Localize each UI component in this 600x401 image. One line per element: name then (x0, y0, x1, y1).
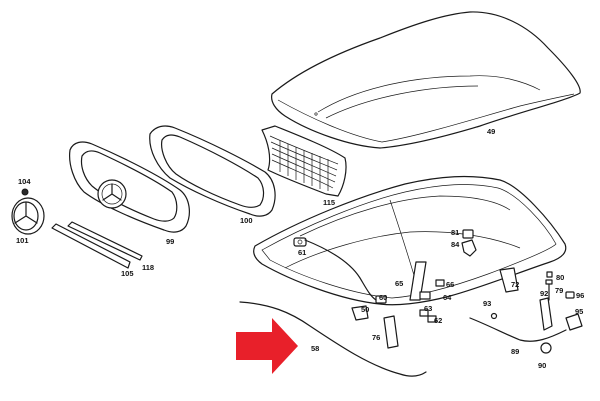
bracket-50 (351, 305, 369, 321)
bracket-66 (435, 279, 445, 287)
highlight-arrow (236, 318, 298, 374)
label-65: 65 (395, 279, 403, 288)
bracket-62 (427, 315, 437, 323)
emblem-small (21, 188, 29, 196)
label-58: 58 (311, 344, 319, 353)
strut-65 (409, 261, 427, 301)
grille-mesh (261, 125, 347, 197)
bracket-63 (419, 309, 429, 317)
clip-96 (565, 291, 575, 299)
trim-strip-105 (51, 223, 131, 269)
grille-star-frame (69, 141, 190, 233)
lever-92 (539, 297, 553, 331)
label-84: 84 (451, 240, 460, 249)
label-99: 99 (166, 237, 174, 246)
hinge-arm-76 (383, 315, 399, 349)
star-ring (11, 197, 45, 235)
bolt-80 (546, 271, 553, 278)
label-62: 62 (434, 316, 442, 325)
part-labels: 49 115 100 99 104 101 105 118 61 81 84 6… (16, 127, 584, 370)
label-118: 118 (142, 263, 154, 272)
label-104: 104 (18, 177, 31, 186)
label-95: 95 (575, 307, 583, 316)
label-76: 76 (372, 333, 380, 342)
label-61: 61 (298, 248, 306, 257)
label-64: 64 (443, 293, 452, 302)
label-50: 50 (361, 305, 369, 314)
label-100: 100 (240, 216, 253, 225)
lever-95 (565, 313, 583, 331)
latch-72 (499, 267, 519, 293)
release-cable-58 (239, 239, 427, 377)
grille-frame (149, 125, 276, 217)
bracket-64 (419, 291, 431, 300)
label-89: 89 (511, 347, 519, 356)
label-79: 79 (555, 286, 563, 295)
label-105: 105 (121, 269, 134, 278)
bolt-79 (545, 279, 553, 301)
label-93: 93 (483, 299, 491, 308)
label-81: 81 (451, 228, 459, 237)
hood-panel (271, 11, 581, 149)
label-101: 101 (16, 236, 29, 245)
hinge-61 (293, 237, 307, 247)
label-80: 80 (556, 273, 564, 282)
label-66: 66 (446, 280, 454, 289)
label-92: 92 (540, 289, 548, 298)
label-60: 60 (379, 293, 387, 302)
label-90: 90 (538, 361, 546, 370)
label-49: 49 (487, 127, 495, 136)
catch-84 (461, 239, 477, 257)
label-72: 72 (511, 280, 519, 289)
label-115: 115 (323, 198, 335, 207)
label-96: 96 (576, 291, 584, 300)
cable-89 (469, 317, 567, 342)
label-63: 63 (424, 304, 432, 313)
grommet-90 (540, 342, 552, 354)
screw-93 (490, 312, 498, 320)
trim-strip-118 (67, 221, 143, 261)
catch-81 (462, 229, 474, 239)
